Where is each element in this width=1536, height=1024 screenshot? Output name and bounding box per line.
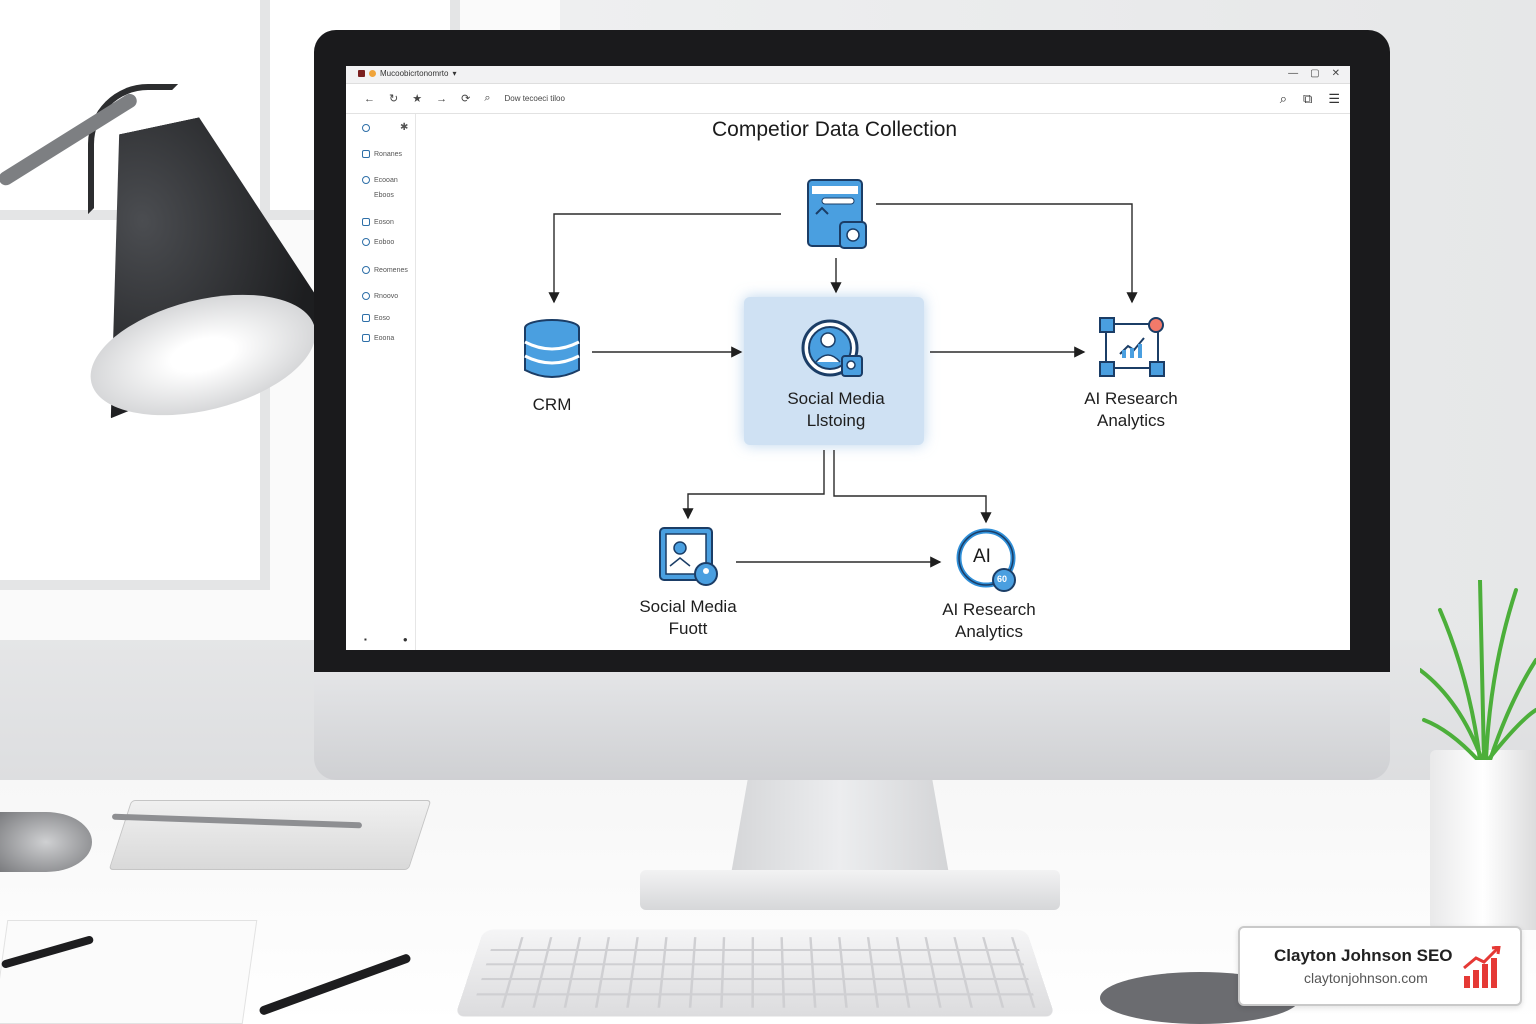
refresh-icon[interactable]: ⟳ [461,93,471,105]
notepad [0,920,258,1024]
browser-toolbar: ← ↻ ★ → ⟳ ⌕ Dow tecoeci tiloo ⌕ ⧉ ☰ [346,84,1350,114]
grid-icon [362,150,370,158]
tab-title: Mucoobicrtonomrto [380,69,449,78]
analytics-network-icon[interactable] [1099,317,1165,377]
star-icon[interactable]: ★ [412,93,423,105]
menu-icon[interactable]: ☰ [1328,91,1340,106]
search-icon[interactable]: ⌕ [1279,91,1288,106]
sidebar-item[interactable]: Reomenes [362,266,408,274]
node-label-social-listening: Social Media Llstoing [787,389,885,430]
sidebar-item[interactable]: Eoona [362,334,394,342]
media-tablet-icon[interactable] [659,527,718,586]
dot-icon[interactable]: ▪ [364,635,367,644]
info-icon [362,292,370,300]
node-label-crm: CRM [532,395,572,414]
sidebar-footer: ▪ ● [364,635,408,644]
plant-icon [1420,580,1536,760]
plant-pot [1430,750,1536,930]
keyboard [454,929,1056,1017]
search-icon[interactable]: ⌕ [484,92,491,104]
database-icon[interactable] [524,319,580,378]
monitor-stand-base [640,870,1060,910]
notebook [108,800,432,870]
ai-badge-text: AI [973,546,991,567]
sidebar: ✱ Ronanes Ecooan Eboos Eoson Eoboo Reome… [358,114,416,650]
settings-icon [362,266,370,274]
brand-url[interactable]: claytonjohnson.com [1304,970,1428,986]
ai-circle-icon[interactable] [956,528,1016,592]
globe-icon [362,238,370,246]
sidebar-item[interactable]: Ecooan [362,176,398,184]
browser-tab[interactable]: Mucoobicrtonomrto ▾ [358,69,457,78]
monitor-chin [314,672,1390,780]
minimize-button[interactable]: — [1288,68,1299,79]
diagram-connectors [524,179,1165,592]
sidebar-item[interactable]: Eoboo [362,238,394,246]
sidebar-item[interactable]: Eboos [374,192,394,199]
arrow-top-to-crm [548,213,781,304]
monitor-stand [730,780,950,880]
coaster [0,812,92,872]
arrow-social-to-ai-bottom [833,450,992,524]
address-input[interactable]: Dow tecoeci tiloo [504,94,565,103]
sidebar-item[interactable]: Eoso [362,314,390,322]
folder-icon [362,334,370,342]
browser-titlebar: Mucoobicrtonomrto ▾ — ▢ ✕ [346,66,1350,84]
reload-icon[interactable]: ↻ [389,93,399,105]
node-label-ai-research-top: AI Research Analytics [1084,389,1178,430]
node-label-social-footprint: Social Media Fuott [639,597,737,638]
brand-badge[interactable]: Clayton Johnson SEO claytonjohnson.com [1238,926,1522,1006]
back-icon[interactable]: ← [364,92,375,105]
favicon-icon [369,70,376,77]
tag-icon [362,314,370,322]
node-label-ai-research-bottom: AI Research Analytics [942,600,1036,641]
sidebar-item[interactable]: Ronanes [362,150,402,158]
app-icon [358,70,365,77]
share-icon[interactable]: ⧉ [1303,91,1313,106]
arrow-top-to-ai-research [876,203,1138,304]
person-search-icon[interactable] [801,319,863,377]
dot-icon[interactable]: ● [402,635,408,644]
ai-sub-badge: 60 [997,574,1008,584]
lamp-cord [88,84,178,214]
tab-dropdown-icon[interactable]: ▾ [452,69,457,78]
chat-icon [362,218,370,226]
monitor-screen: Mucoobicrtonomrto ▾ — ▢ ✕ ← ↻ ★ → ⟳ ⌕ Do… [346,66,1350,650]
sidebar-item[interactable]: Eoson [362,218,394,226]
toolbar-actions: ⌕ ⧉ ☰ [1280,91,1340,107]
sidebar-item[interactable]: Rnoovo [362,292,398,300]
document-form-icon[interactable] [807,179,867,249]
diagram-title: Competior Data Collection [712,118,958,141]
growth-chart-icon [1463,946,1501,988]
maximize-button[interactable]: ▢ [1310,68,1320,79]
sidebar-home-icon[interactable]: ✱ [362,122,408,133]
close-button[interactable]: ✕ [1331,68,1340,79]
forward-icon[interactable]: → [436,92,448,105]
brand-name: Clayton Johnson SEO [1274,946,1453,965]
arrow-social-to-footprint [682,450,825,520]
clock-icon [362,176,370,184]
window-controls: — ▢ ✕ [1288,68,1340,79]
